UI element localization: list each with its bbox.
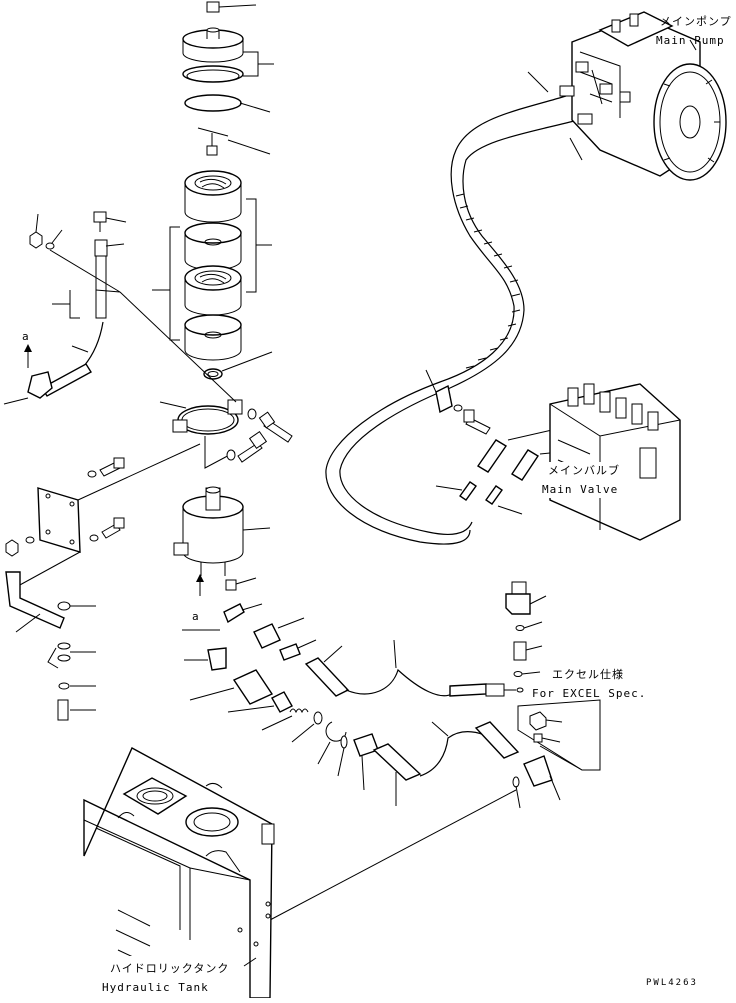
excel-spec-switch [505, 581, 547, 615]
view-marker-label-bottom: a [192, 610, 200, 623]
valve-port-fittings [435, 429, 561, 515]
clamp-bolt-upper [247, 408, 293, 443]
tank-label-bg [92, 956, 242, 992]
excel-spec-box [517, 699, 601, 771]
element-callout-right [246, 198, 272, 293]
tee-fitting [189, 669, 274, 705]
o-ring-b [337, 735, 348, 777]
tank-return-line [269, 789, 517, 921]
filter-cap-bolt [206, 1, 257, 13]
filter-element-lower-b [184, 314, 242, 361]
filter-element-lower-a [184, 265, 242, 316]
left-nut [29, 213, 43, 249]
filter-housing [173, 486, 271, 576]
hydraulic-tank-label-jp: ハイドロリックタンク [110, 962, 229, 975]
support-bracket [5, 571, 65, 633]
clamp-bolt-lower [226, 430, 268, 463]
main-pump-label-en: Main Pump [656, 34, 725, 47]
tank-inspection-cover [117, 777, 188, 819]
cable-route-line [119, 291, 237, 403]
excel-spec-seal [515, 621, 543, 631]
return-hose-b [372, 721, 515, 806]
tank-label-leader [243, 957, 257, 967]
filter-o-ring [203, 351, 273, 380]
tank-elbow [512, 755, 561, 809]
adapter-a [253, 617, 305, 649]
sensor-cable [3, 321, 104, 405]
nipple-a [279, 639, 317, 661]
main-valve-label-jp: メインバルブ [548, 463, 620, 477]
main-valve-label-en: Main Valve [542, 483, 618, 496]
plate-nut [5, 536, 35, 557]
view-arrow-a-top: a [22, 330, 32, 368]
plate-bolt-lower [89, 517, 125, 542]
excel-spec-label-en: For EXCEL Spec. [532, 687, 646, 700]
bracket-hardware [47, 601, 96, 721]
drawing-code: PWL4263 [646, 978, 698, 988]
hose-clamp [425, 369, 491, 435]
plate-bolt-upper [87, 457, 125, 478]
main-pump [559, 11, 727, 181]
check-valve-elbow [184, 647, 227, 671]
main-valve-label-bg [536, 462, 630, 498]
left-washer [45, 229, 63, 250]
connector-b [353, 733, 379, 791]
view-arrow-a-bottom: a [182, 574, 220, 631]
view-marker-label: a [22, 330, 30, 343]
housing-elbow [223, 577, 263, 624]
spring-part [261, 708, 309, 731]
mounting-plate [17, 443, 201, 587]
excel-spec-label-jp: エクセル仕様 [552, 667, 624, 681]
filter-cover [182, 27, 274, 83]
reducer-fitting [227, 691, 293, 713]
filter-gasket [184, 94, 271, 113]
excel-spec-oring [513, 671, 541, 677]
tank-filler-port [185, 782, 239, 837]
pump-hose-route [325, 71, 583, 545]
filter-mount-clamp [159, 399, 243, 469]
filter-valve [197, 127, 271, 156]
seal-ring-a [291, 711, 323, 743]
switch-bolt [93, 211, 127, 232]
excel-spec-hose [449, 683, 524, 697]
main-pump-label-jp: メインポンプ [660, 15, 732, 28]
excel-spec-connector [513, 641, 543, 661]
element-callout-left [152, 226, 180, 341]
hydraulic-tank-label-en: Hydraulic Tank [102, 981, 209, 994]
filter-element-upper-b [184, 222, 242, 271]
filter-element-upper-a [184, 170, 242, 223]
inlet-hose-c [474, 721, 520, 759]
pressure-switch [49, 239, 125, 319]
return-hose-a [304, 639, 453, 697]
